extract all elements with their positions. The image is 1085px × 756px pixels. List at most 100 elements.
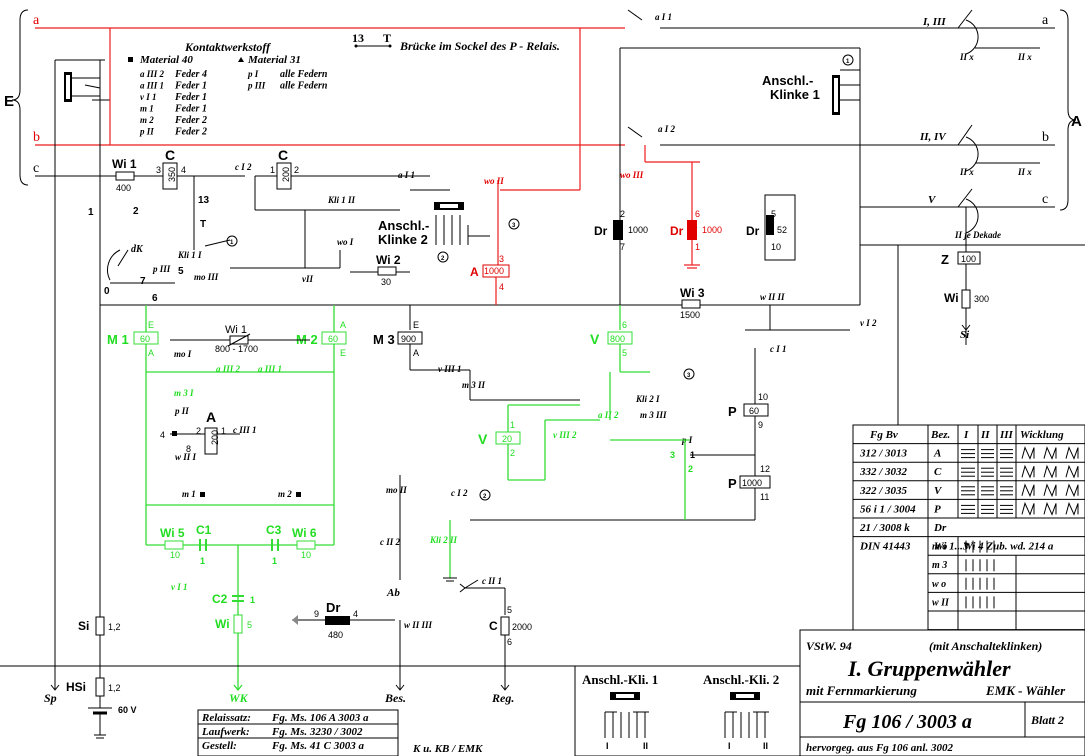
svg-text:60: 60	[140, 334, 150, 344]
svg-text:Wi 5: Wi 5	[160, 526, 185, 540]
table-header: Fg Bv	[869, 429, 898, 441]
table-bez: C	[934, 466, 942, 478]
svg-text:60: 60	[328, 334, 338, 344]
legend-key: p III	[247, 81, 266, 91]
svg-text:A: A	[148, 348, 154, 358]
legend-title: Kontaktwerkstoff	[184, 40, 271, 54]
svg-text:1000: 1000	[484, 266, 504, 276]
svg-text:1: 1	[272, 556, 277, 566]
a200-relay: A 200 2 1 4 8	[160, 409, 240, 455]
bus-label-b-right: b	[1042, 130, 1049, 145]
dr1000-choke: Dr 1000 2 7	[594, 209, 648, 252]
svg-text:3: 3	[156, 165, 161, 175]
title-main: I. Gruppenwähler	[847, 656, 1011, 681]
output-bes: Bes.	[384, 691, 406, 705]
c2-capacitor: C2 1	[212, 592, 255, 606]
svg-text:200: 200	[281, 167, 291, 182]
m3-relay: M 3 900 E A	[373, 305, 470, 371]
table-contact: m o	[932, 542, 947, 553]
svg-text:P: P	[728, 404, 737, 419]
svg-text:A: A	[340, 320, 346, 330]
svg-text:1: 1	[846, 59, 850, 65]
svg-text:1: 1	[250, 595, 255, 605]
svg-text:v III 1: v III 1	[438, 364, 462, 374]
svg-text:m 3 II: m 3 II	[462, 380, 486, 390]
legend-value: Feder 1	[174, 81, 207, 92]
svg-text:6: 6	[152, 293, 158, 304]
v800-relay: V 800 6 5	[590, 305, 650, 373]
dr52-choke: Dr 52 5 10	[746, 194, 796, 261]
svg-text:mo I: mo I	[174, 349, 192, 359]
svg-text:9: 9	[314, 609, 319, 619]
bus-label-b: b	[33, 130, 40, 145]
c1-capacitor: C1 1	[196, 523, 212, 566]
svg-text:30: 30	[381, 277, 391, 287]
info-key: Gestell:	[202, 740, 237, 752]
svg-text:1,2: 1,2	[108, 683, 121, 693]
svg-text:m 3 I: m 3 I	[174, 388, 194, 398]
legend-key: a III 1	[140, 81, 164, 91]
svg-text:Brücke im Sockel des P - Relai: Brücke im Sockel des P - Relais.	[399, 39, 560, 53]
svg-text:1: 1	[270, 165, 275, 175]
svg-text:5: 5	[507, 605, 512, 615]
svg-text:Dr: Dr	[594, 224, 608, 238]
svg-text:c I 2: c I 2	[235, 162, 252, 172]
table-bez: Dr	[933, 522, 947, 534]
svg-text:Dr: Dr	[670, 224, 684, 238]
svg-text:c II 2: c II 2	[380, 537, 400, 547]
svg-text:A: A	[470, 265, 479, 279]
wi6-resistor: Wi 6 10	[292, 526, 317, 560]
legend: Kontaktwerkstoff Material 40 Material 31…	[128, 40, 328, 138]
svg-text:Dr: Dr	[746, 224, 760, 238]
svg-text:E: E	[340, 348, 346, 358]
info-value: Fg. Ms. 106 A 3003 a	[271, 712, 369, 724]
svg-text:w II II: w II II	[760, 292, 785, 302]
svg-text:p III: p III	[152, 264, 171, 274]
svg-text:Wi 6: Wi 6	[292, 526, 317, 540]
svg-text:V: V	[928, 194, 937, 206]
bus-label-c: c	[33, 161, 39, 176]
legend-key: p I	[247, 69, 259, 79]
svg-text:I, III: I, III	[922, 16, 946, 28]
svg-text:V: V	[478, 431, 488, 447]
svg-text:mo II: mo II	[386, 485, 407, 495]
svg-text:Wi 1: Wi 1	[225, 324, 247, 336]
svg-text:I: I	[728, 741, 731, 751]
svg-text:1: 1	[230, 240, 234, 246]
svg-text:4: 4	[499, 282, 504, 292]
svg-text:a I 1: a I 1	[655, 12, 672, 22]
wi300-resistor: Wi 300 Si	[944, 289, 989, 341]
table-fg: 312 / 3013	[859, 448, 908, 460]
svg-text:1: 1	[510, 420, 515, 430]
green-pulse-circuit: M 1 60 E A M 2 60 A E Wi 1 800 - 1700 mo…	[107, 305, 347, 690]
svg-text:Kli 1 I: Kli 1 I	[177, 250, 202, 260]
svg-text:100: 100	[961, 254, 976, 264]
svg-text:VStW. 94: VStW. 94	[806, 639, 852, 653]
table-fg: 21 / 3008 k	[859, 522, 910, 534]
svg-text:Wi: Wi	[215, 617, 230, 631]
v20-relay: V 20 1 2	[478, 372, 690, 520]
svg-text:wo III: wo III	[620, 170, 644, 180]
svg-text:Kli 1 II: Kli 1 II	[327, 195, 356, 205]
wi1-resistor: Wi 1 400	[112, 157, 137, 193]
svg-text:II: II	[763, 741, 768, 751]
table-extra: Wi 4 Zub. wd. 214 a	[963, 541, 1054, 553]
svg-text:II: II	[643, 741, 648, 751]
svg-text:2: 2	[483, 494, 487, 500]
svg-text:mit Fernmarkierung: mit Fernmarkierung	[806, 683, 917, 698]
svg-text:II x: II x	[959, 167, 974, 177]
table-contact: w II	[932, 597, 950, 608]
legend-value: Feder 4	[174, 69, 207, 80]
table-header: I	[963, 429, 969, 441]
svg-text:1500: 1500	[680, 310, 700, 320]
svg-text:E: E	[413, 320, 419, 330]
jack-klinke-1: 1 Anschl.-Klinke 1	[762, 54, 860, 115]
svg-text:10: 10	[301, 550, 311, 560]
svg-text:10: 10	[170, 550, 180, 560]
svg-text:1: 1	[221, 426, 226, 436]
svg-text:m 2: m 2	[278, 489, 292, 499]
output-reg: Reg.	[491, 691, 514, 705]
svg-text:II x: II x	[1017, 167, 1032, 177]
svg-text:a II 2: a II 2	[598, 410, 619, 420]
svg-text:800 - 1700: 800 - 1700	[215, 344, 258, 354]
